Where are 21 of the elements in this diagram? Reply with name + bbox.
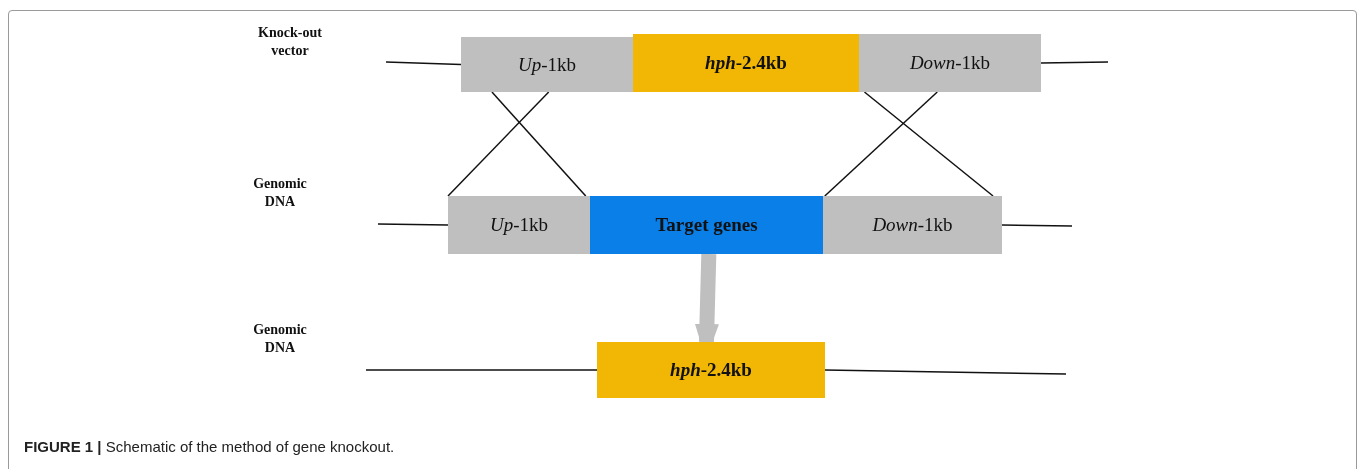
dna-strand-line bbox=[824, 369, 1067, 375]
dna-strand-line bbox=[377, 223, 449, 226]
row-label: Genomic DNA bbox=[252, 175, 308, 211]
dna-strand-line bbox=[385, 61, 462, 66]
crossover-line bbox=[863, 91, 994, 197]
row-label: Genomic DNA bbox=[252, 321, 308, 357]
gene-segment: Up-1kb bbox=[461, 37, 633, 92]
gene-segment: Target genes bbox=[590, 196, 823, 254]
dna-strand-line bbox=[1040, 61, 1109, 64]
crossover-line bbox=[447, 91, 550, 197]
gene-segment: Down-1kb bbox=[859, 34, 1041, 92]
row-label: Knock-out vector bbox=[257, 24, 323, 60]
gene-segment: hph-2.4kb bbox=[597, 342, 825, 398]
gene-segment: hph-2.4kb bbox=[633, 34, 859, 92]
gene-segment: Down-1kb bbox=[823, 196, 1002, 254]
crossover-line bbox=[491, 91, 587, 197]
figure-caption: FIGURE 1 | Schematic of the method of gene knockout. bbox=[24, 438, 395, 455]
dna-strand-line bbox=[1001, 224, 1073, 227]
gene-segment: Up-1kb bbox=[448, 196, 590, 254]
crossover-line bbox=[824, 91, 938, 197]
dna-strand-line bbox=[365, 369, 598, 371]
